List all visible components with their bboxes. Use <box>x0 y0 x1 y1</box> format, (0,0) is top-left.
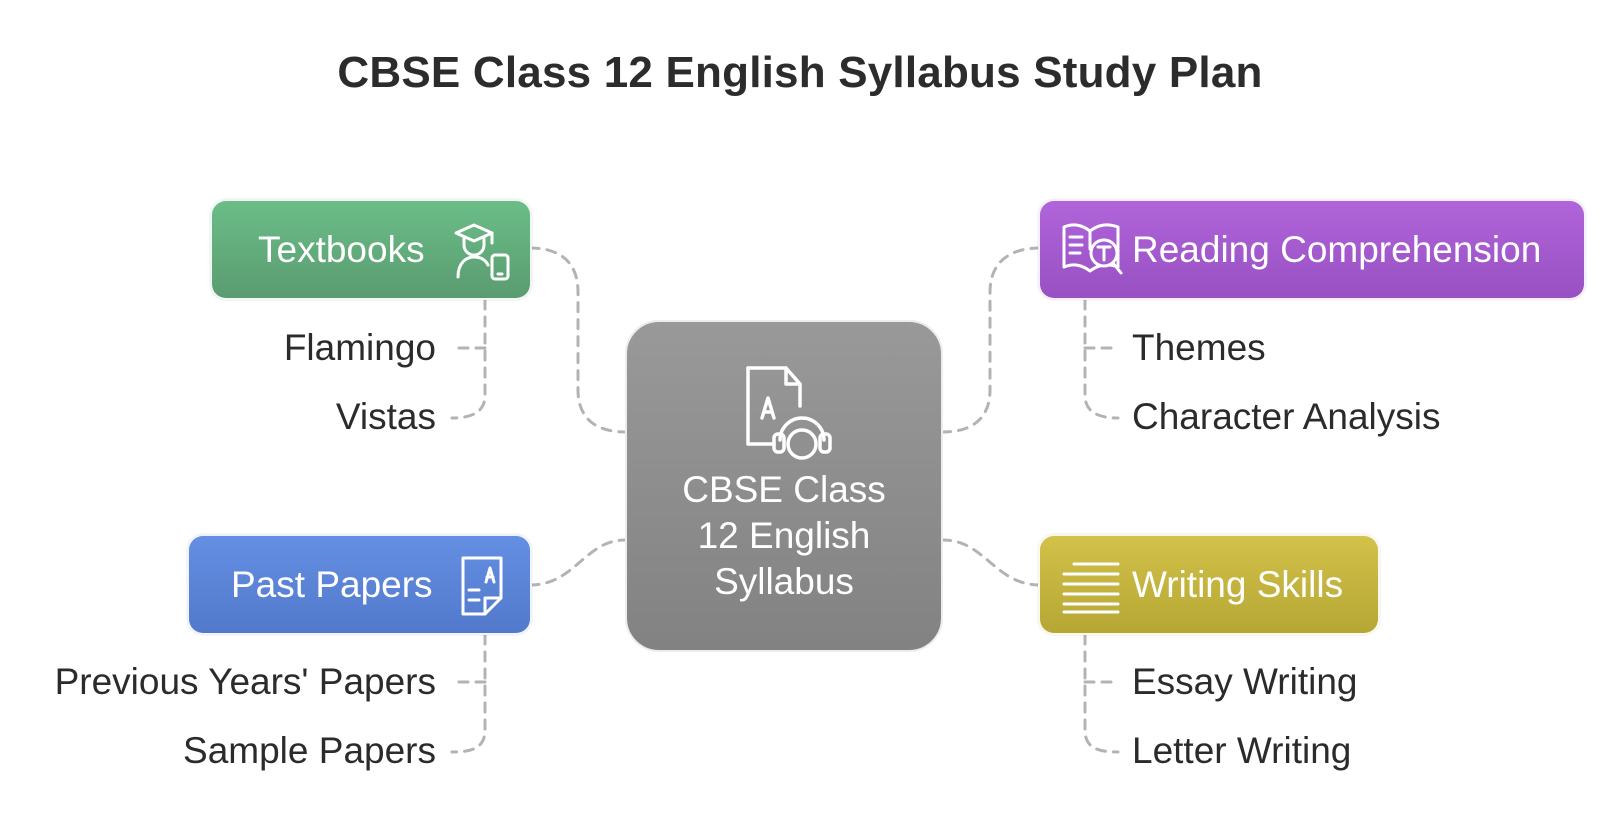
connector-reading <box>941 246 1042 434</box>
reading-comprehension-node: Reading Comprehension <box>1038 199 1586 300</box>
book-search-icon <box>1062 223 1123 275</box>
connector-writing <box>941 538 1042 587</box>
past-papers-item-sample: Sample Papers <box>183 730 436 771</box>
past-papers-label: Past Papers <box>231 564 433 605</box>
textbooks-node: Textbooks <box>210 199 532 300</box>
connector-textbooks <box>528 246 627 434</box>
past-papers-item-previous: Previous Years' Papers <box>54 661 436 702</box>
center-label: CBSE Class 12 English Syllabus <box>682 469 886 602</box>
writing-skills-node: Writing Skills <box>1038 534 1380 635</box>
textbooks-label: Textbooks <box>258 229 425 270</box>
connector-past-papers <box>528 538 627 587</box>
center-node: CBSE Class 12 English Syllabus <box>625 320 943 652</box>
writing-item-letter: Letter Writing <box>1132 730 1352 771</box>
connector-themes <box>1083 298 1120 420</box>
connector-essay <box>1083 633 1120 754</box>
student-device-icon <box>454 223 510 281</box>
connector-previous <box>450 633 487 754</box>
paper-note-icon <box>461 556 503 616</box>
reading-item-themes: Themes <box>1132 327 1266 368</box>
past-papers-node: Past Papers <box>187 534 532 635</box>
textbooks-item-flamingo: Flamingo <box>283 327 436 368</box>
reading-comprehension-label: Reading Comprehension <box>1132 229 1542 270</box>
text-lines-icon <box>1062 562 1120 614</box>
diagram-title: CBSE Class 12 English Syllabus Study Pla… <box>337 48 1263 97</box>
connector-flamingo <box>450 298 487 420</box>
writing-skills-label: Writing Skills <box>1132 564 1344 605</box>
reading-item-character-analysis: Character Analysis <box>1132 396 1441 437</box>
document-headphones-icon <box>746 366 832 460</box>
writing-item-essay: Essay Writing <box>1132 661 1358 702</box>
textbooks-item-vistas: Vistas <box>335 396 436 437</box>
